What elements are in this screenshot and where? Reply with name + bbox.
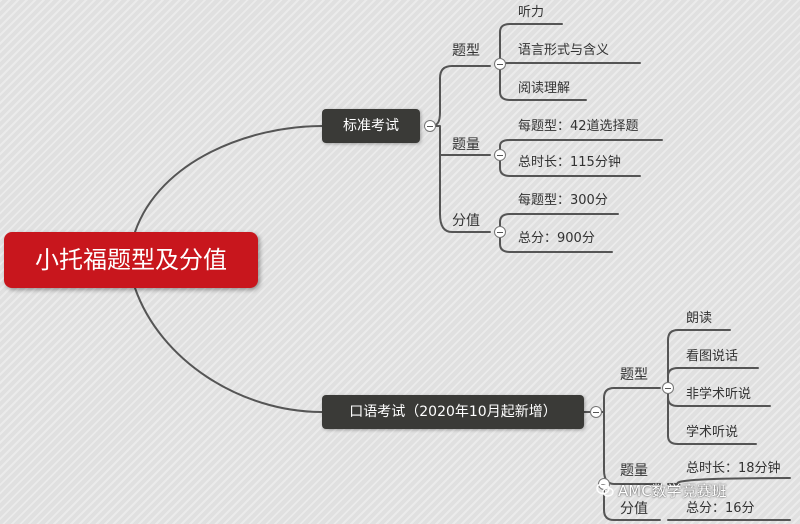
standard-score-collapse-icon[interactable] <box>494 226 506 238</box>
standard-type-item-1[interactable]: 听力 <box>518 5 545 20</box>
root-node[interactable]: 小托福题型及分值 <box>4 232 258 288</box>
connector-standard-subs <box>429 65 491 233</box>
connector-standard-score <box>499 213 619 253</box>
speaking-score-item-1[interactable]: 总分：16分 <box>686 501 755 516</box>
speaking-amount-item-1[interactable]: 总时长：18分钟 <box>686 461 781 476</box>
standard-test-node[interactable]: 标准考试 <box>322 109 420 143</box>
connector-root-speaking <box>134 287 323 413</box>
speaking-type-item-3[interactable]: 非学术听说 <box>686 387 752 402</box>
standard-score-item-2[interactable]: 总分：900分 <box>518 231 595 246</box>
standard-amount-item-2[interactable]: 总时长：115分钟 <box>518 155 621 170</box>
standard-collapse-icon[interactable] <box>424 120 436 132</box>
standard-score-item-1[interactable]: 每题型：300分 <box>518 193 608 208</box>
standard-types-label[interactable]: 题型 <box>452 43 480 59</box>
standard-type-item-3[interactable]: 阅读理解 <box>518 81 571 96</box>
speaking-amount-label[interactable]: 题量 <box>620 463 648 479</box>
speaking-types-label[interactable]: 题型 <box>620 367 648 383</box>
connector-speaking-leaves <box>667 477 791 521</box>
standard-amount-label[interactable]: 题量 <box>452 137 480 153</box>
standard-amount-item-1[interactable]: 每题型：42道选择题 <box>518 119 639 134</box>
connector-standard-amount <box>499 139 663 177</box>
speaking-type-item-2[interactable]: 看图说话 <box>686 349 739 364</box>
standard-score-label[interactable]: 分值 <box>452 213 480 229</box>
standard-types-collapse-icon[interactable] <box>494 58 506 70</box>
speaking-collapse-icon[interactable] <box>590 406 602 418</box>
wechat-icon <box>596 482 614 497</box>
standard-amount-collapse-icon[interactable] <box>494 149 506 161</box>
speaking-score-label[interactable]: 分值 <box>620 501 648 517</box>
speaking-type-item-4[interactable]: 学术听说 <box>686 425 739 440</box>
speaking-type-item-1[interactable]: 朗读 <box>686 311 713 326</box>
connector-speaking-types <box>667 329 771 445</box>
connector-root-standard <box>134 125 323 233</box>
speaking-types-collapse-icon[interactable] <box>662 382 674 394</box>
speaking-test-node[interactable]: 口语考试（2020年10月起新增） <box>322 395 584 429</box>
standard-type-item-2[interactable]: 语言形式与含义 <box>518 43 610 58</box>
watermark-text: AMC数学竞赛班 <box>618 482 727 500</box>
